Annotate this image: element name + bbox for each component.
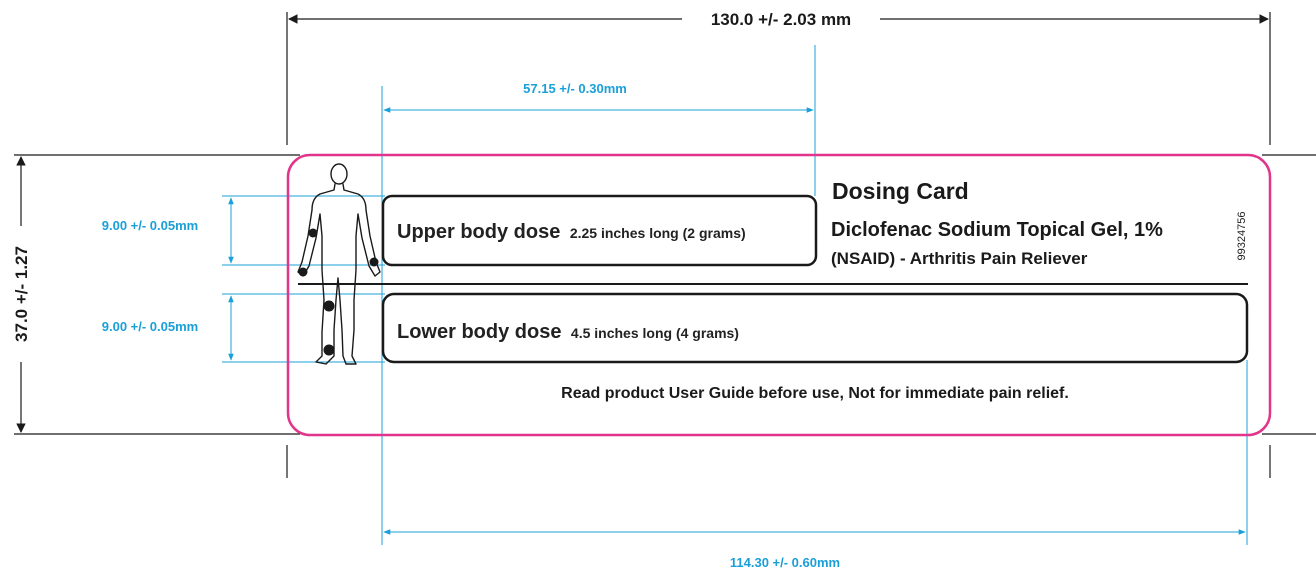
card-title: Dosing Card [832, 178, 969, 204]
overall-height-dimension: 37.0 +/- 1.27 [12, 154, 1316, 435]
application-site-dots [298, 228, 379, 356]
card-outline [286, 153, 1272, 437]
box-width-dimension: 114.30 +/- 0.60mm [383, 360, 1248, 570]
overall-width-label: 130.0 +/- 2.03 mm [711, 10, 851, 29]
product-name: Diclofenac Sodium Topical Gel, 1% [831, 219, 1163, 241]
human-figure-icon [297, 163, 381, 365]
lower-box-height-dimension: 9.00 +/- 0.05mm [102, 293, 385, 363]
svg-text:Upper body dose 2.25 inc: Upper body dose 2.25 inches long (2 gram… [397, 221, 746, 243]
lower-box-height-label: 9.00 +/- 0.05mm [102, 319, 198, 334]
box-width-label: 114.30 +/- 0.60mm [730, 555, 840, 570]
lower-dose-box: Lower body dose 4.5 inches long (4 grams… [381, 292, 1249, 364]
lower-dose-detail: 4.5 inches long (4 grams) [571, 325, 739, 341]
offset-width-label: 57.15 +/- 0.30mm [523, 81, 627, 96]
upper-dose-detail: 2.25 inches long (2 grams) [570, 225, 746, 241]
upper-dose-box: Upper body dose 2.25 inches long (2 gram… [381, 194, 818, 267]
upper-dose-title: Upper body dose [397, 221, 560, 243]
overall-height-label: 37.0 +/- 1.27 [12, 246, 31, 342]
lower-dose-title: Lower body dose [397, 321, 561, 343]
upper-box-height-dimension: 9.00 +/- 0.05mm [102, 195, 385, 266]
svg-text:Lower body dose 4.5 inch: Lower body dose 4.5 inches long (4 grams… [397, 321, 739, 343]
offset-width-dimension: 57.15 +/- 0.30mm [381, 45, 816, 545]
usage-note: Read product User Guide before use, Not … [561, 385, 1069, 402]
upper-box-height-label: 9.00 +/- 0.05mm [102, 218, 198, 233]
product-code: 99324756 [1236, 212, 1248, 261]
overall-width-dimension: 130.0 +/- 2.03 mm [286, 10, 1271, 145]
product-subtitle: (NSAID) - Arthritis Pain Reliever [831, 249, 1088, 268]
